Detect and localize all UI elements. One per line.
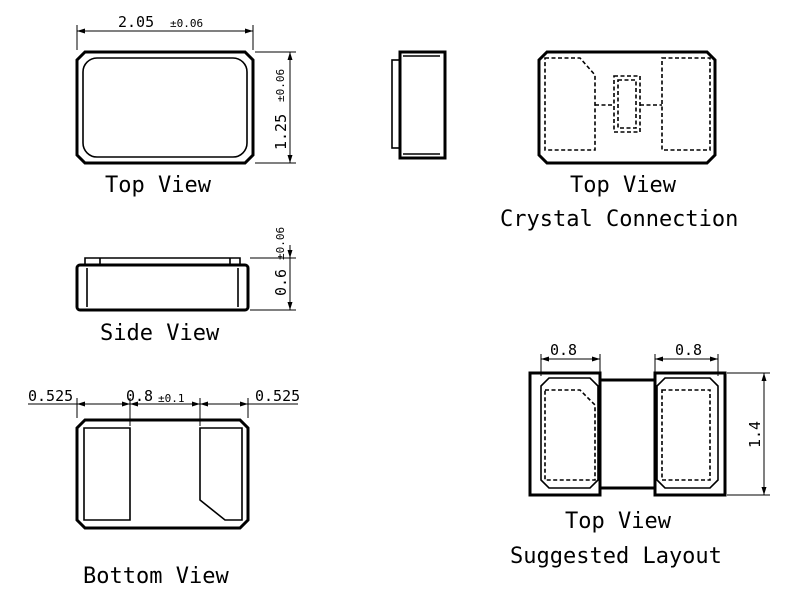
pad-gap-tolerance: ±0.1 (158, 392, 185, 405)
side-view-label: Side View (100, 321, 220, 346)
side-profile (391, 50, 447, 160)
side-view-package-outline (75, 257, 250, 312)
bottom-view-label: Bottom View (83, 564, 229, 589)
top-view-package-outline (75, 50, 255, 165)
width-value: 1.25 (272, 114, 290, 150)
suggested-layout-view: 0.8 0.8 1.4 Top View Suggested Layout (510, 341, 770, 569)
layout-height-value: 1.4 (746, 421, 764, 448)
height-value: 0.6 (272, 269, 290, 296)
side-view: 0.6 ±0.06 Side View (75, 227, 296, 346)
length-dimension: 2.05 ±0.06 (76, 13, 254, 50)
height-tolerance: ±0.06 (274, 227, 287, 260)
layout-subtitle: Suggested Layout (510, 544, 722, 569)
pad-margin-left-value: 0.525 (28, 387, 73, 405)
layout-height-dimension: 1.4 (727, 372, 770, 496)
layout-pad-width-dimensions: 0.8 0.8 (540, 341, 719, 376)
pad-spacing-dimension: 0.525 0.8 ±0.1 0.525 (28, 387, 300, 426)
bottom-view-package-outline (75, 418, 250, 530)
length-tolerance: ±0.06 (170, 17, 203, 30)
width-tolerance: ±0.06 (274, 69, 287, 102)
top-view: 2.05 ±0.06 1.25 ±0.06 Top View (75, 13, 296, 198)
bottom-view: 0.525 0.8 ±0.1 0.525 Bottom View (28, 387, 300, 589)
pad-gap-value: 0.8 (126, 387, 153, 405)
length-value: 2.05 (118, 13, 154, 31)
layout-pad-right-value: 0.8 (675, 341, 702, 359)
crystal-connection-view: Top View Crystal Connection (500, 50, 738, 232)
top-view-label: Top View (105, 173, 212, 198)
layout-title: Top View (565, 509, 672, 534)
pad-margin-right-value: 0.525 (255, 387, 300, 405)
layout-pads (528, 371, 727, 497)
height-dimension: 0.6 ±0.06 (250, 227, 296, 311)
crystal-connection-subtitle: Crystal Connection (500, 207, 738, 232)
layout-pad-left-value: 0.8 (550, 341, 577, 359)
width-dimension: 1.25 ±0.06 (255, 51, 296, 164)
crystal-connection-title: Top View (570, 173, 677, 198)
